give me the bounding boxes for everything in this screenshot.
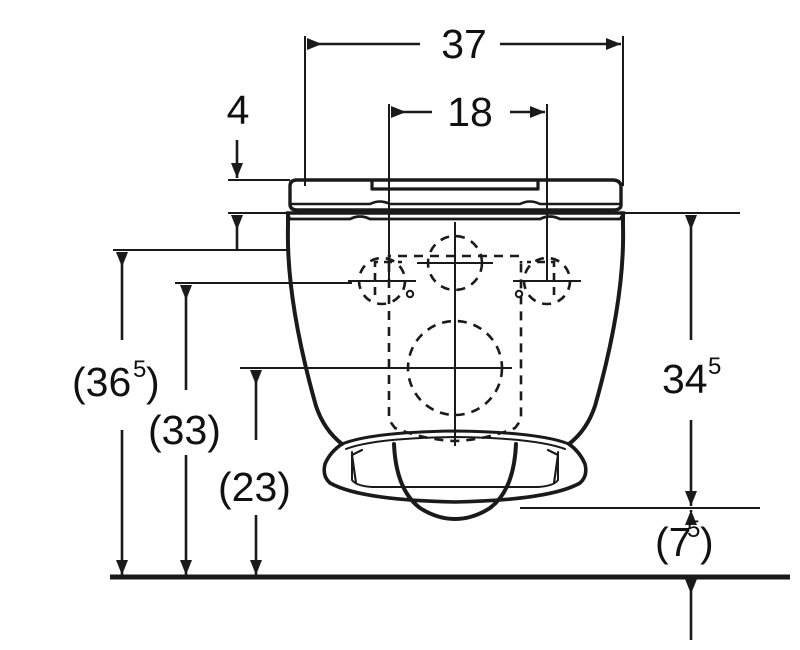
- dim-label-height-mid: (33): [148, 407, 221, 453]
- dimension-labels-group: 37 18 4 (36 5 ) (33) (23) 34 5 (7 5 ): [72, 21, 721, 565]
- hidden-boss-squares: [373, 260, 556, 295]
- centre-lines-group: [348, 222, 581, 446]
- dim-label-floor-clearance-sup: 5: [687, 516, 700, 543]
- toilet-seat-lid: [288, 178, 623, 212]
- toilet-bowl-underside: [322, 429, 588, 504]
- dim-label-height-total-sup: 5: [133, 356, 146, 383]
- dim-label-floor-clearance: (7 5 ): [655, 516, 714, 565]
- toilet-rim: [285, 211, 626, 221]
- dim-label-body-height-sup: 5: [708, 353, 721, 380]
- dimension-lines-group: [116, 38, 697, 640]
- dim-label-floor-clearance-close: ): [700, 519, 714, 565]
- pilot-hole-left: [405, 289, 415, 299]
- pilot-holes-group: [405, 289, 524, 299]
- toilet-bowl-body: [285, 212, 626, 446]
- dim-label-height-low: (23): [218, 464, 291, 510]
- dim-label-height-total: (36 5 ): [72, 356, 160, 405]
- toilet-outlet-lobe: [392, 442, 518, 521]
- dim-label-height-total-close: ): [146, 359, 160, 405]
- dim-label-floor-clearance-main: (7: [655, 519, 691, 565]
- dim-label-mount-hole-spacing: 18: [447, 89, 493, 135]
- dim-label-body-height-main: 34: [662, 356, 708, 402]
- dim-label-seat-thickness: 4: [227, 87, 250, 133]
- dim-label-height-total-main: (36: [72, 359, 131, 405]
- dim-label-width-overall: 37: [441, 21, 487, 67]
- toilet-body-group: [285, 178, 626, 521]
- pilot-hole-right: [514, 289, 524, 299]
- dim-label-body-height: 34 5: [662, 353, 721, 402]
